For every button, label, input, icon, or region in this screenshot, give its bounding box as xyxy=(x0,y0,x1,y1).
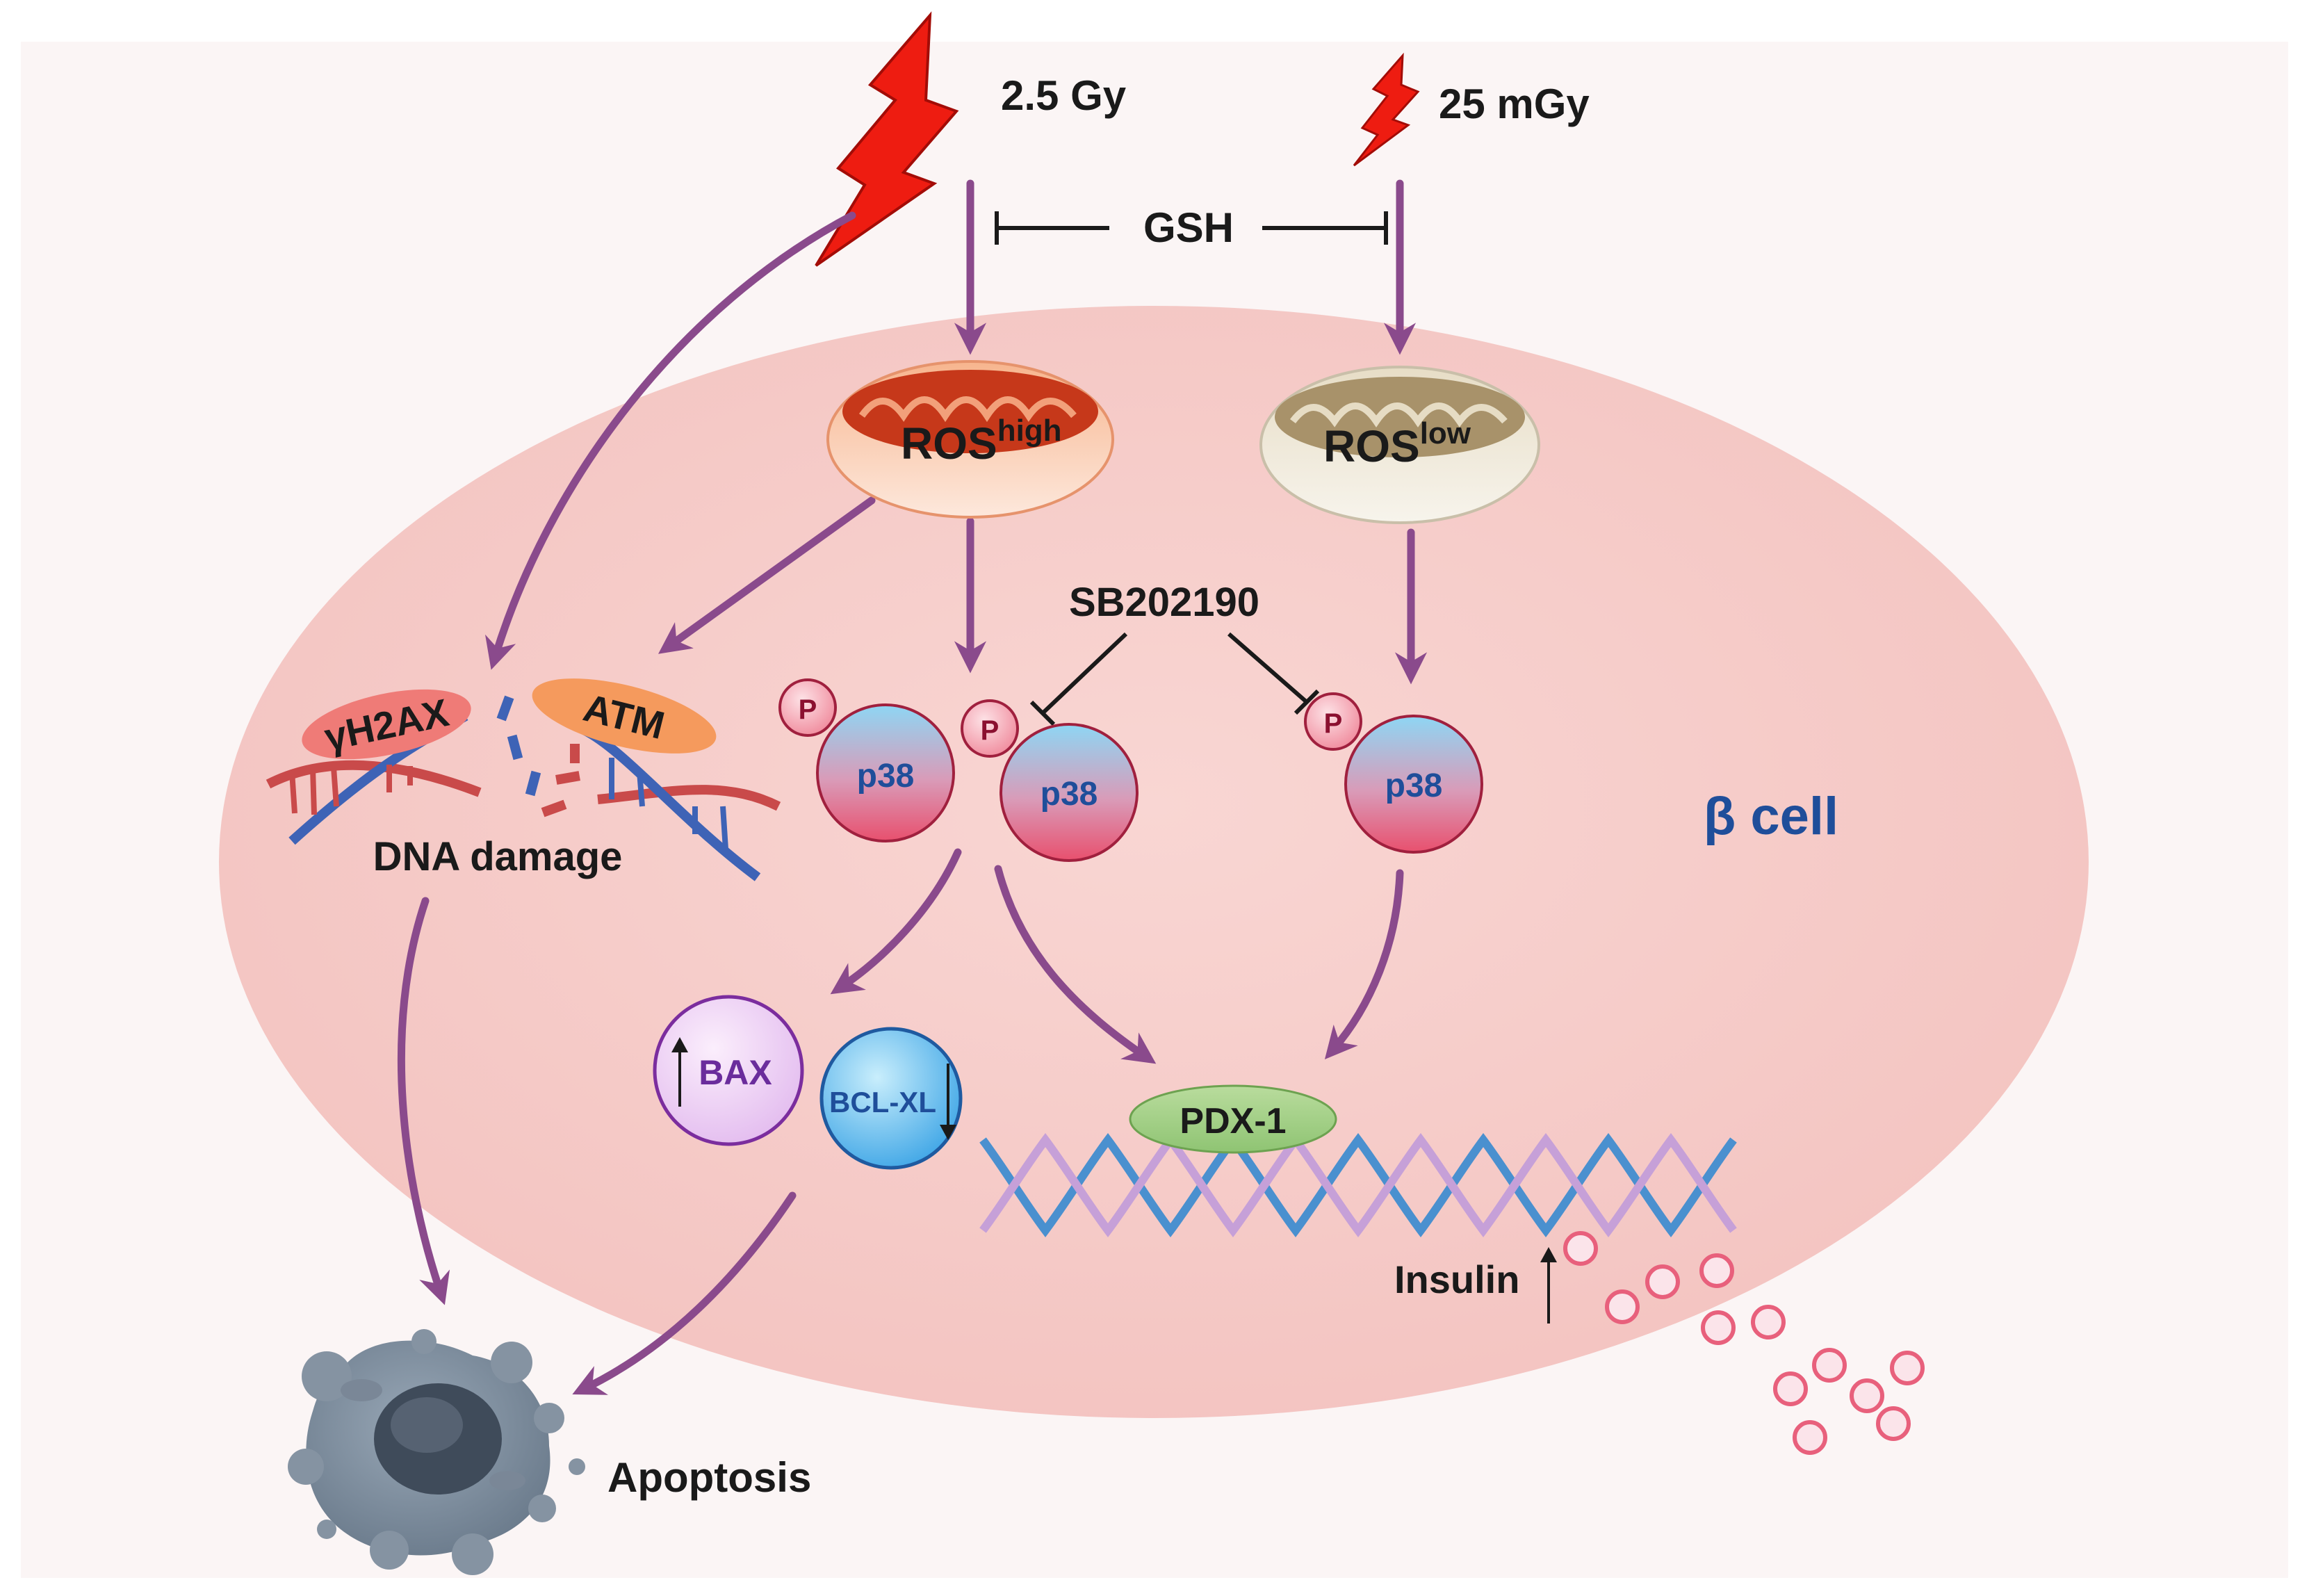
bclxl-circle xyxy=(819,1027,963,1170)
apoptotic-bleb xyxy=(302,1351,352,1401)
arrow-ros-high-to-atm xyxy=(658,496,876,654)
ros-high-sup: high xyxy=(997,414,1062,448)
sb-inhibition-right xyxy=(1227,632,1308,704)
p38-circle xyxy=(816,703,955,842)
sb202190-label: SB202190 xyxy=(1069,580,1259,625)
phosphate-circle xyxy=(1304,692,1362,751)
phosphate-label: P xyxy=(981,715,1000,746)
arrow-up-icon xyxy=(671,1037,688,1052)
dna-fragments xyxy=(496,695,541,797)
arrow-dose-high-to-h2ax xyxy=(484,211,856,670)
lightning-bolt-icon xyxy=(1353,52,1420,167)
apoptotic-bleb xyxy=(452,1533,493,1575)
mitochondrion-inner xyxy=(842,370,1098,453)
ros-high-label: ROShigh xyxy=(901,414,1062,469)
dna-damage-label: DNA damage xyxy=(373,834,623,879)
phosphate-label: P xyxy=(1324,708,1343,739)
mitochondrion-cristae xyxy=(858,396,1077,423)
apoptotic-bleb xyxy=(569,1458,585,1475)
p38-circle xyxy=(1000,723,1139,862)
ros-low-label: ROSlow xyxy=(1323,416,1471,471)
pathway-arrows xyxy=(397,179,1428,1395)
pdx1-group: PDX-1 xyxy=(1129,1084,1337,1154)
insulin-granule xyxy=(1751,1305,1786,1340)
atm-label-group: ATM xyxy=(532,678,717,754)
insulin-granule xyxy=(1701,1310,1736,1345)
arrow-up-icon xyxy=(1540,1247,1557,1262)
insulin-granule xyxy=(1890,1351,1925,1385)
dose-low-label: 25 mGy xyxy=(1439,81,1590,127)
p38-circle xyxy=(1344,715,1483,854)
insulin-label: Insulin xyxy=(1394,1257,1519,1301)
sb-inhibition-left xyxy=(1041,632,1128,715)
ros-low-sup: low xyxy=(1420,416,1471,450)
dna-rungs xyxy=(289,765,413,815)
phosphate-circle xyxy=(961,699,1019,758)
apoptotic-bleb xyxy=(317,1520,336,1539)
arrow-p38-to-pdx1 xyxy=(994,865,1157,1064)
dose-high-label: 2.5 Gy xyxy=(1001,72,1127,119)
insulin-granule xyxy=(1850,1378,1884,1413)
arrow-down-icon xyxy=(940,1125,956,1140)
dna-rungs xyxy=(609,758,728,850)
beta-cell-membrane xyxy=(219,306,2089,1418)
insulin-granule xyxy=(1645,1264,1680,1299)
arrow-bax-to-apoptosis xyxy=(572,1191,797,1395)
arrow-p38-low-to-pdx1 xyxy=(1324,869,1404,1059)
beta-cell-label: β cell xyxy=(1704,787,1838,846)
apoptotic-bleb xyxy=(370,1531,409,1570)
insulin-granule xyxy=(1699,1253,1734,1288)
insulin-granule xyxy=(1876,1406,1911,1441)
bax-label: BAX xyxy=(699,1053,772,1092)
insulin-granule xyxy=(1812,1348,1847,1383)
apoptotic-bleb xyxy=(288,1449,324,1485)
bclxl-label: BCL-XL xyxy=(829,1086,936,1118)
bclxl-group: BCL-XL xyxy=(819,1027,963,1170)
apoptotic-bleb xyxy=(534,1403,564,1433)
arrow-p38-to-bax xyxy=(830,848,962,995)
insulin-granules xyxy=(1563,1231,1925,1455)
insulin-granule xyxy=(1773,1371,1808,1406)
apoptotic-cell xyxy=(288,1329,585,1575)
mitochondrion-low: ROSlow xyxy=(1259,366,1540,524)
apoptotic-organelle xyxy=(341,1379,382,1401)
sb-inhibition-right-cap xyxy=(1294,689,1320,715)
apoptotic-bleb xyxy=(491,1342,532,1383)
apoptotic-bleb xyxy=(411,1329,436,1354)
apoptosis-label: Apoptosis xyxy=(607,1454,811,1501)
dna-helix-icon xyxy=(266,760,482,797)
gene-dna-helix xyxy=(979,1132,1737,1238)
mitochondrion-high: ROShigh xyxy=(826,360,1114,519)
insulin-granule xyxy=(1793,1420,1827,1455)
mitochondrion-cristae xyxy=(1290,402,1508,427)
pdx1-label: PDX-1 xyxy=(1180,1101,1286,1141)
bax-group: BAX xyxy=(653,995,804,1146)
pdx1-badge xyxy=(1129,1084,1337,1154)
p38-label: p38 xyxy=(857,758,915,795)
dna-fragments xyxy=(541,744,580,817)
phosphate-label: P xyxy=(799,694,817,725)
atm-badge xyxy=(532,678,717,754)
p38-label: p38 xyxy=(1041,776,1098,813)
p38-phospho-group-high: p38 P p38 P xyxy=(778,678,1139,862)
insulin-granule xyxy=(1563,1231,1598,1266)
p38-label: p38 xyxy=(1385,767,1443,804)
gsh-label: GSH xyxy=(1143,204,1234,251)
phosphate-circle xyxy=(778,678,837,737)
sb-inhibition-left-cap xyxy=(1029,700,1056,726)
dna-helix-strand xyxy=(979,1132,1737,1238)
lightning-bolt-icon xyxy=(815,11,959,267)
p38-phospho-group-low: p38 P xyxy=(1304,692,1483,854)
h2ax-badge xyxy=(302,689,471,760)
mitochondrion-inner xyxy=(1275,377,1525,457)
dna-helix-icon xyxy=(979,1132,1737,1238)
arrow-dna-to-apoptosis xyxy=(397,897,450,1305)
insulin-granule xyxy=(1605,1289,1640,1324)
apoptotic-nucleolus xyxy=(391,1397,463,1453)
apoptotic-bleb xyxy=(528,1495,556,1522)
dna-helix-icon xyxy=(597,785,781,811)
bax-circle xyxy=(653,995,804,1146)
apoptotic-organelle xyxy=(489,1471,525,1490)
